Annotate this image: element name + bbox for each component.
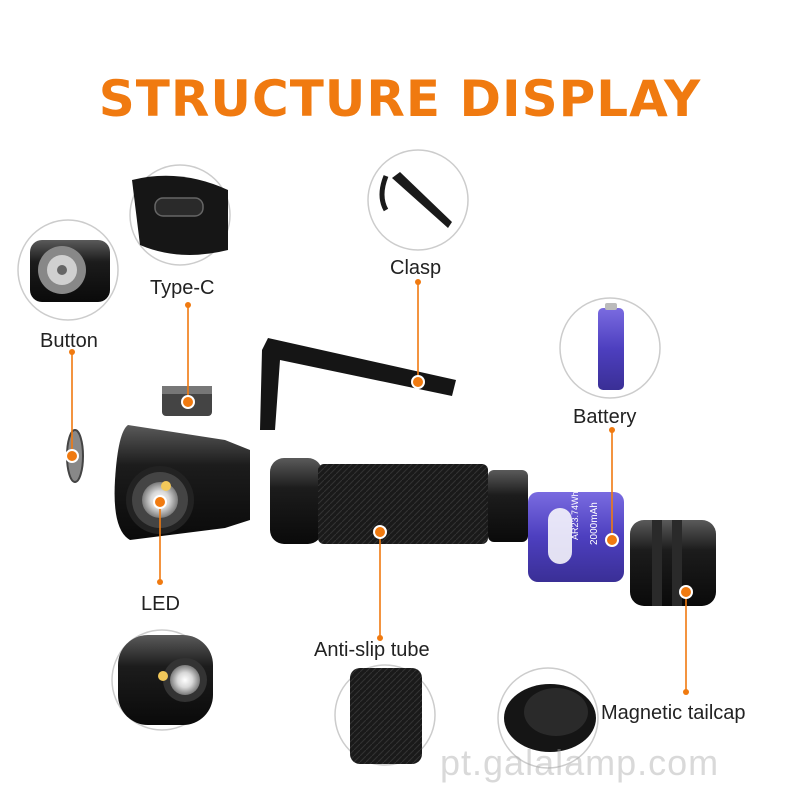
inset-type-c-port [129,164,231,266]
battery-part: AR23.74Wh 2000mAh [528,491,624,582]
watermark: pt.galalamp.com [440,742,720,783]
clasp-part [260,338,456,430]
leader-lines [71,282,687,692]
inset-clasp [367,149,469,251]
battery-model-text: AR23.74Wh [570,491,580,540]
inset-led [111,629,213,731]
label-button: Button [40,330,98,352]
tube-part [270,458,528,544]
label-anti-slip-tube: Anti-slip tube [314,639,430,661]
label-led: LED [141,593,180,615]
tailcap-part [630,520,716,606]
inset-battery [559,297,661,399]
label-clasp: Clasp [390,257,442,279]
inset-magnetic-tailcap [497,667,599,769]
label-battery: Battery [573,406,637,428]
label-type-c: Type-C [150,277,215,299]
inset-anti-slip-tube [334,664,436,766]
battery-capacity-text: 2000mAh [589,502,600,545]
leader-dots [65,279,693,695]
head-part [114,425,250,540]
page-title: STRUCTURE DISPLAY [98,70,702,128]
label-magnetic-tailcap: Magnetic tailcap [601,702,746,724]
inset-button [17,219,119,321]
